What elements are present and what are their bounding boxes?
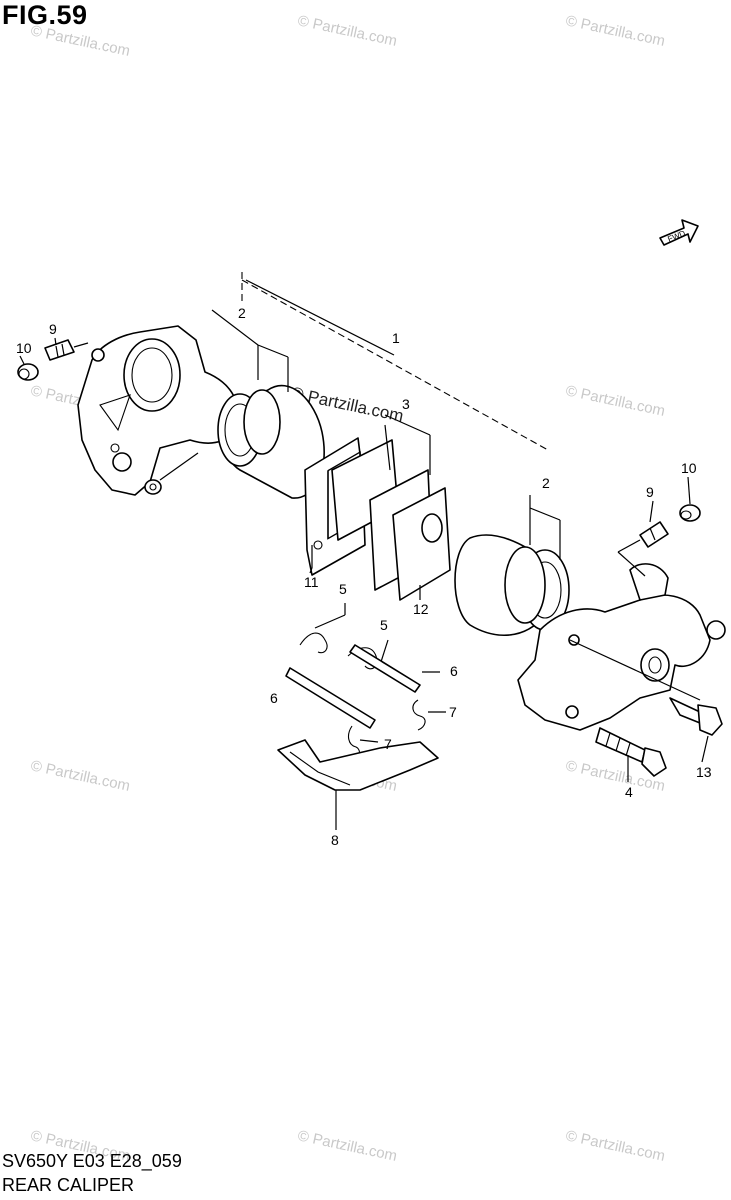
watermark: © Partzilla.com bbox=[564, 1127, 666, 1165]
watermark: © Partzilla.com bbox=[296, 12, 398, 50]
bleeder-valve-right bbox=[617, 521, 669, 577]
figure-title: FIG.59 bbox=[2, 0, 88, 30]
caliper-right-half bbox=[517, 563, 726, 731]
slide-pin-bolt bbox=[595, 727, 667, 777]
callout-6: 6 bbox=[450, 663, 458, 679]
callout-3: 3 bbox=[402, 396, 410, 412]
brake-pad-right bbox=[311, 487, 451, 601]
callout-10: 10 bbox=[681, 460, 697, 476]
watermark-layer: © Partzilla.com © Partzilla.com © Partzi… bbox=[29, 12, 666, 1165]
pad-spring bbox=[277, 739, 439, 830]
bleeder-cap-right bbox=[679, 504, 701, 522]
callout-9: 9 bbox=[646, 484, 654, 500]
callout-13: 13 bbox=[696, 764, 712, 780]
piston-right bbox=[454, 495, 570, 636]
watermark: © Partzilla.com bbox=[296, 1127, 398, 1165]
callout-11: 11 bbox=[304, 574, 319, 590]
callout-10: 10 bbox=[16, 340, 32, 356]
pad-clip-upper bbox=[299, 603, 346, 654]
front-arrow-icon: FWD bbox=[659, 219, 699, 246]
callout-5: 5 bbox=[339, 581, 347, 597]
callout-1: 1 bbox=[392, 330, 400, 346]
watermark: © Partzilla.com bbox=[564, 12, 666, 50]
bleeder-valve-left bbox=[44, 339, 89, 361]
callout-12: 12 bbox=[413, 601, 429, 617]
callout-labels: 1 2 2 3 4 5 5 6 6 7 7 8 9 9 10 10 11 12 … bbox=[16, 305, 712, 848]
watermark: © Partzilla.com bbox=[29, 757, 131, 795]
leader-lines bbox=[19, 337, 709, 782]
bleeder-cap-left bbox=[17, 363, 39, 381]
watermark: © Partzilla.com bbox=[564, 382, 666, 420]
callout-7: 7 bbox=[384, 736, 392, 752]
callout-9: 9 bbox=[49, 321, 57, 337]
mounting-bolt bbox=[669, 697, 723, 736]
assembly-bracket bbox=[241, 272, 549, 451]
callout-4: 4 bbox=[625, 784, 633, 800]
front-indicator-label: FWD bbox=[666, 229, 686, 244]
callout-8: 8 bbox=[331, 832, 339, 848]
callout-6: 6 bbox=[270, 690, 278, 706]
figure-code: SV650Y E03 E28_059 bbox=[2, 1151, 182, 1171]
caliper-left-half bbox=[77, 325, 239, 496]
callout-7: 7 bbox=[449, 704, 457, 720]
callout-2: 2 bbox=[238, 305, 246, 321]
washer bbox=[144, 452, 199, 495]
callout-5: 5 bbox=[380, 617, 388, 633]
piston-left bbox=[211, 309, 325, 499]
figure-name: REAR CALIPER bbox=[2, 1175, 135, 1195]
callout-2: 2 bbox=[542, 475, 550, 491]
pad-pin bbox=[285, 644, 440, 729]
